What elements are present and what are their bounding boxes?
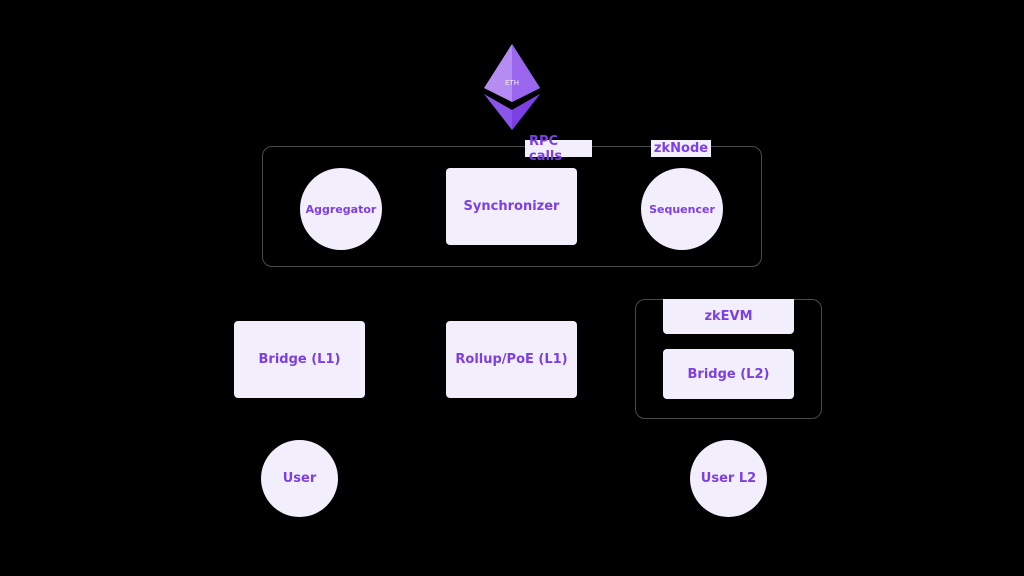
zknode-tag: zkNode [651, 140, 711, 157]
synchronizer-node: Synchronizer [446, 168, 577, 245]
zkevm-node: zkEVM [663, 299, 794, 334]
user-node: User [261, 440, 338, 517]
rpc-calls-tag: RPC calls [525, 134, 592, 164]
rollup-poe-l1-node: Rollup/PoE (L1) [446, 321, 577, 398]
aggregator-node: Aggregator [300, 168, 382, 250]
ethereum-diamond-icon: ETH [484, 44, 540, 130]
zknode-group-frame [262, 146, 762, 267]
eth-label: ETH [505, 79, 519, 87]
user-l2-node: User L2 [690, 440, 767, 517]
sequencer-node: Sequencer [641, 168, 723, 250]
bridge-l1-node: Bridge (L1) [234, 321, 365, 398]
bridge-l2-node: Bridge (L2) [663, 349, 794, 399]
